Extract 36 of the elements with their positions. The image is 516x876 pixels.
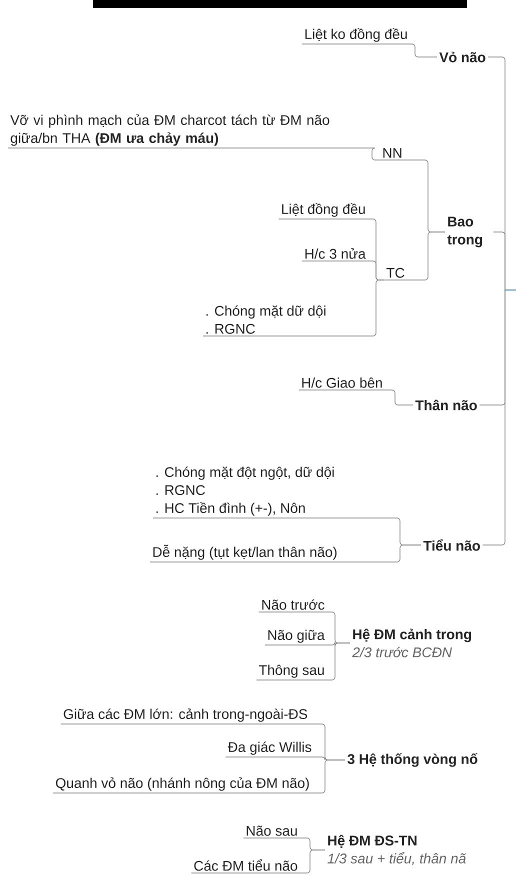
- topic-label: Dễ nặng (tụt kẹt/lan thân não): [153, 544, 337, 560]
- connector-line: [150, 544, 422, 562]
- topic-label: Quanh vỏ não (nhánh nông của ĐM não): [56, 777, 309, 791]
- connector-line: [302, 44, 438, 58]
- topic-label: Não giữa: [268, 630, 325, 643]
- connector-line: [8, 148, 380, 160]
- branch-heading: 3 Hệ thống vòng nố: [348, 753, 478, 767]
- topic-label: Liệt ko đồng đều: [305, 28, 407, 42]
- branch-heading: Hệ ĐM ĐS-TN 1/3 sau + tiểu, thân nã: [328, 834, 466, 866]
- topic-label: Liệt đồng đều: [282, 203, 365, 217]
- branch-heading: Tiểu não: [423, 539, 480, 551]
- topic-label: Các ĐM tiểu não: [194, 859, 298, 871]
- topic-label: Não sau: [246, 826, 297, 836]
- connector-line: [256, 642, 350, 680]
- topic-label: . Chóng mặt dữ dội . RGNC: [206, 305, 326, 334]
- connector-line: [52, 760, 346, 794]
- branch-heading: Hệ ĐM cảnh trong 2/3 trước BCĐN: [352, 628, 472, 658]
- connector-line: [482, 290, 506, 546]
- topic-label: Não trước: [262, 599, 324, 610]
- topic-label: Thông sau: [258, 664, 324, 678]
- branch-heading: Thân não: [415, 400, 477, 410]
- topic-label: H/c Giao bên: [302, 377, 382, 388]
- topic-label: Đa giác Willis: [228, 742, 312, 755]
- topic-label: H/c 3 nửa: [305, 248, 366, 259]
- topic-label: Giữa các ĐM lớn: cảnh trong-ngoài-ĐS: [64, 708, 308, 722]
- branch-heading: Bao trong: [447, 216, 482, 248]
- connector-line: [384, 232, 446, 280]
- branch-heading: Vỏ não: [439, 52, 486, 62]
- topic-label: TC: [386, 268, 404, 278]
- topic-label: . Chóng mặt đột ngột, dữ dội . RGNC . HC Tiền đình (+-), Nôn: [156, 466, 334, 516]
- connector-line: [298, 390, 414, 406]
- connector-line: [493, 232, 506, 290]
- topic-label: NN: [383, 148, 402, 158]
- connector-line: [202, 280, 384, 336]
- topic-label: Vỡ vi phình mạch của ĐM charcot tách từ ĐM não giữa/bn THA (ĐM ưa chảy máu): [10, 114, 330, 146]
- connector-line: [190, 850, 326, 874]
